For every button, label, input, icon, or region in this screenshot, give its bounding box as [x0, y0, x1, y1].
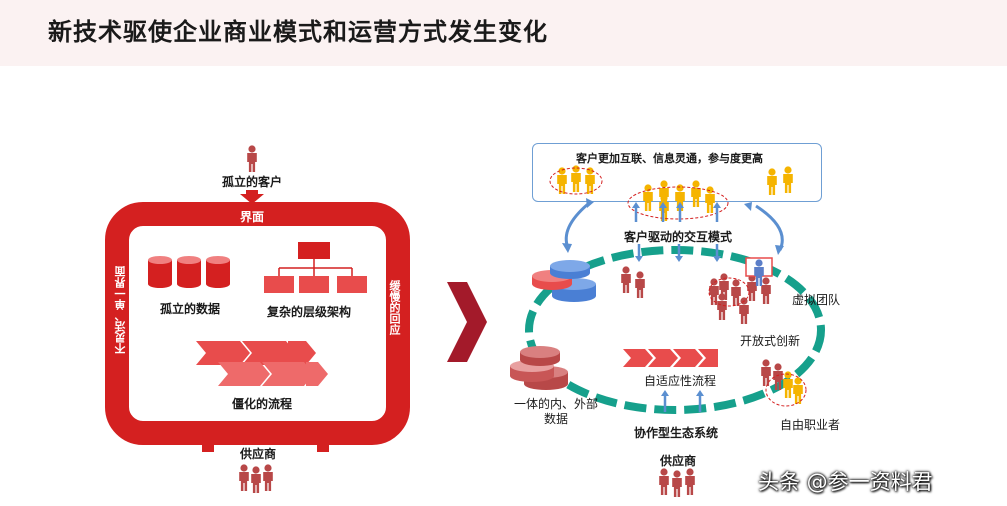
- integrated-data-label: 一体的内、外部数据: [514, 397, 599, 426]
- up-arrow-icon: [196, 434, 220, 452]
- vertical-arrows: [634, 206, 719, 412]
- header-bar: 新技术驱使企业商业模式和运营方式发生变化: [0, 0, 1007, 66]
- isolated-data-label: 孤立的数据: [160, 302, 221, 316]
- freelancer-label: 自由职业者: [780, 418, 841, 432]
- ecosystem-ring: [525, 246, 825, 414]
- hierarchy-icon: [264, 242, 367, 293]
- integrated-data-stack-icon: [532, 260, 596, 302]
- connected-customers-label: 客户更加互联、信息灵通，参与度更高: [576, 152, 763, 165]
- supplier-label-left: 供应商: [240, 447, 277, 461]
- customer-group-icon: [767, 166, 793, 195]
- hierarchy-label: 复杂的层级架构: [267, 305, 352, 319]
- slow-response-label: 缓慢的回应: [388, 280, 401, 335]
- down-arrow-icon: [240, 190, 264, 204]
- up-arrow-icon: [311, 434, 335, 452]
- rigid-process-icon: [196, 341, 328, 386]
- collaborative-ecosystem-label: 协作型生态系统: [634, 426, 719, 440]
- supplier-group-icon: [659, 468, 695, 497]
- virtual-team-label: 虚拟团队: [792, 293, 841, 307]
- transition-arrow-icon: [447, 282, 487, 362]
- adaptive-process-label: 自适应性流程: [644, 374, 717, 388]
- open-innovation-label: 开放式创新: [740, 334, 801, 348]
- integrated-data-stack-icon: [510, 346, 568, 390]
- customer-driven-interaction-label: 客户驱动的交互模式: [624, 230, 733, 244]
- isolated-customer-label: 孤立的客户: [222, 175, 283, 189]
- page-title: 新技术驱使企业商业模式和运营方式发生变化: [48, 18, 548, 46]
- rigid-process-label: 僵化的流程: [232, 397, 293, 411]
- enterprise-frame: [105, 202, 410, 445]
- watermark: 头条 @参一资料君: [758, 470, 933, 494]
- adaptive-process-icon: [623, 349, 718, 367]
- supplier-label-right: 供应商: [660, 454, 697, 468]
- interface-label: 界面: [240, 210, 265, 224]
